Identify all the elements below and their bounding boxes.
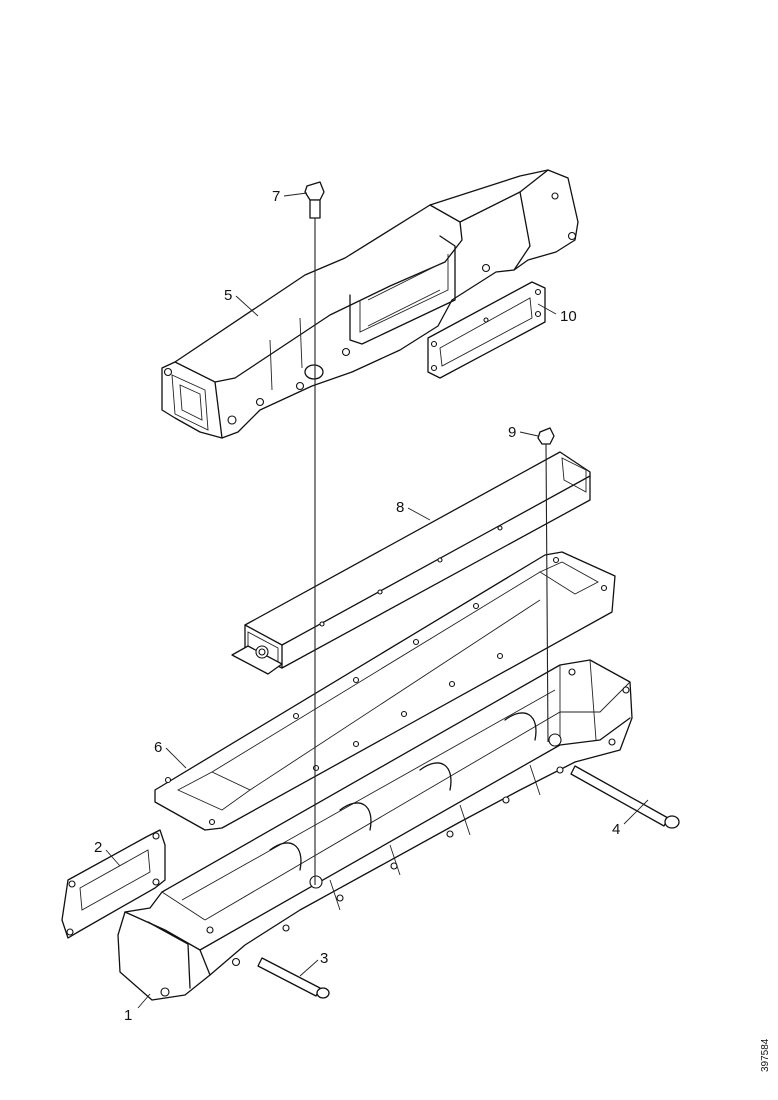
lower-manifold — [117, 659, 633, 1001]
callout-8: 8 — [396, 499, 404, 516]
upper-gasket — [427, 281, 546, 379]
callout-2: 2 — [94, 839, 102, 856]
long-bolt-4 — [570, 765, 680, 829]
callout-7: 7 — [272, 188, 280, 205]
middle-gasket — [154, 551, 616, 831]
assembly-guides — [283, 192, 549, 885]
bolt-top — [304, 181, 325, 219]
bolt-3 — [257, 957, 330, 999]
callout-1: 1 — [124, 1007, 132, 1024]
leader-lines — [105, 295, 649, 1009]
callout-4: 4 — [612, 821, 620, 838]
callout-5: 5 — [224, 287, 232, 304]
callout-3: 3 — [320, 950, 328, 967]
nut-9 — [537, 427, 555, 445]
callout-9: 9 — [508, 424, 516, 441]
upper-housing — [161, 169, 579, 439]
core-element — [231, 451, 591, 675]
flange-gasket — [61, 829, 166, 939]
callout-6: 6 — [154, 739, 162, 756]
document-id: 397584 — [760, 1038, 771, 1072]
callout-10: 10 — [560, 308, 577, 325]
